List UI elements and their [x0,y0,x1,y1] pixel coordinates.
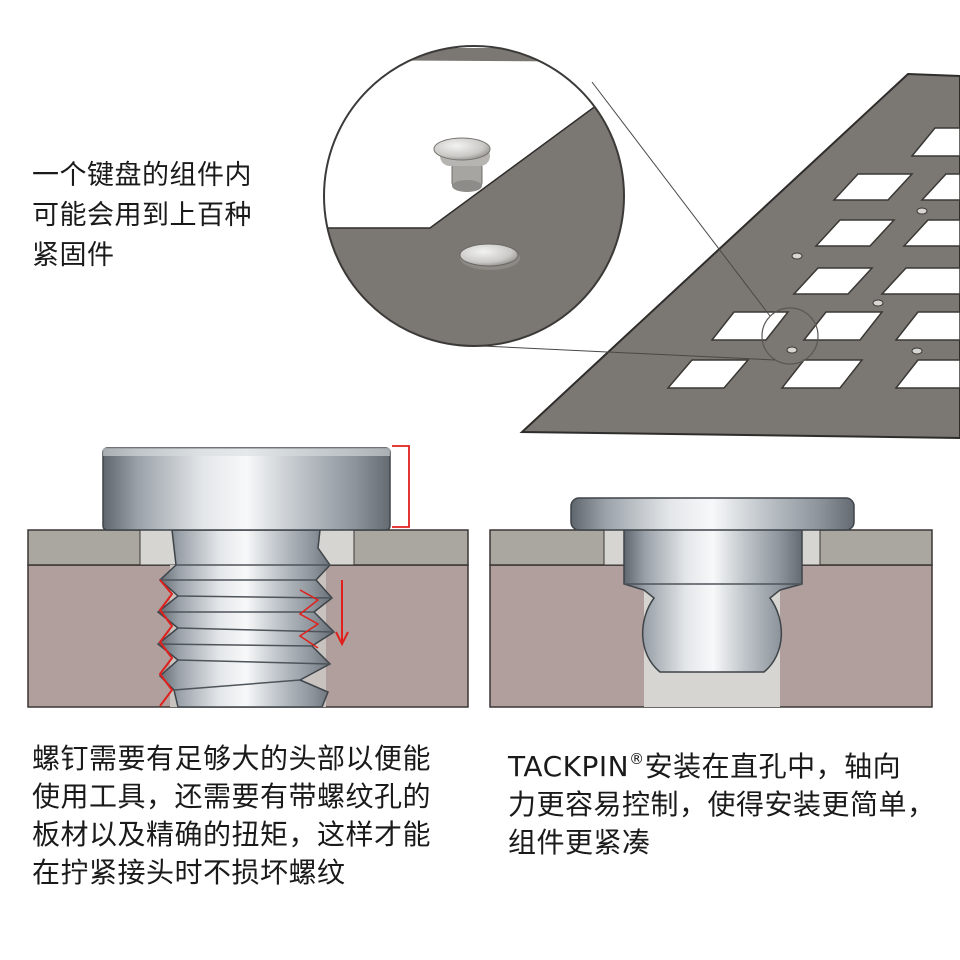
tackpin-caption-line-1: TACKPIN®安装在直孔中，轴向 [508,740,936,786]
screw-caption-line: 使用工具，还需要有带螺纹孔的 [32,780,432,813]
intro-line: 一个键盘的组件内 [32,160,252,191]
screw-caption: 螺钉需要有足够大的头部以便能 使用工具，还需要有带螺纹孔的 板材以及精确的扭矩，… [32,740,431,892]
floating-pin [433,137,491,192]
screw-caption-line: 在拧紧接头时不损坏螺纹 [32,856,346,889]
magnify-focus-circle [761,307,819,365]
intro-line: 可能会用到上百种 [32,200,252,231]
tackpin-head [570,497,855,531]
screw-caption-line: 板材以及精确的扭矩，这样才能 [32,818,432,851]
magnifier-detail [323,45,625,347]
intro-line: 紧固件 [32,240,115,271]
thread-contact-zigzag [158,579,174,707]
torque-arrow [335,580,349,647]
tackpin-body [623,525,803,673]
tackpin-caption-line: 力更容易控制，使得安装更简单， [508,788,936,821]
intro-caption: 一个键盘的组件内 可能会用到上百种 紧固件 [32,156,252,276]
tackpin-caption-rest: 安装在直孔中，轴向 [644,750,902,783]
keyboard-plate [519,72,960,440]
screw-section [27,445,469,708]
tackpin-brand: TACKPIN [508,750,630,783]
head-height-marker [392,445,410,528]
tackpin-caption-line: 组件更紧凑 [508,826,651,859]
screw-head [102,447,391,531]
tackpin-section [489,497,933,708]
registered-mark: ® [629,750,645,768]
screw-caption-line: 螺钉需要有足够大的头部以便能 [32,742,432,775]
tackpin-caption: TACKPIN®安装在直孔中，轴向 力更容易控制，使得安装更简单， 组件更紧凑 [508,740,936,862]
